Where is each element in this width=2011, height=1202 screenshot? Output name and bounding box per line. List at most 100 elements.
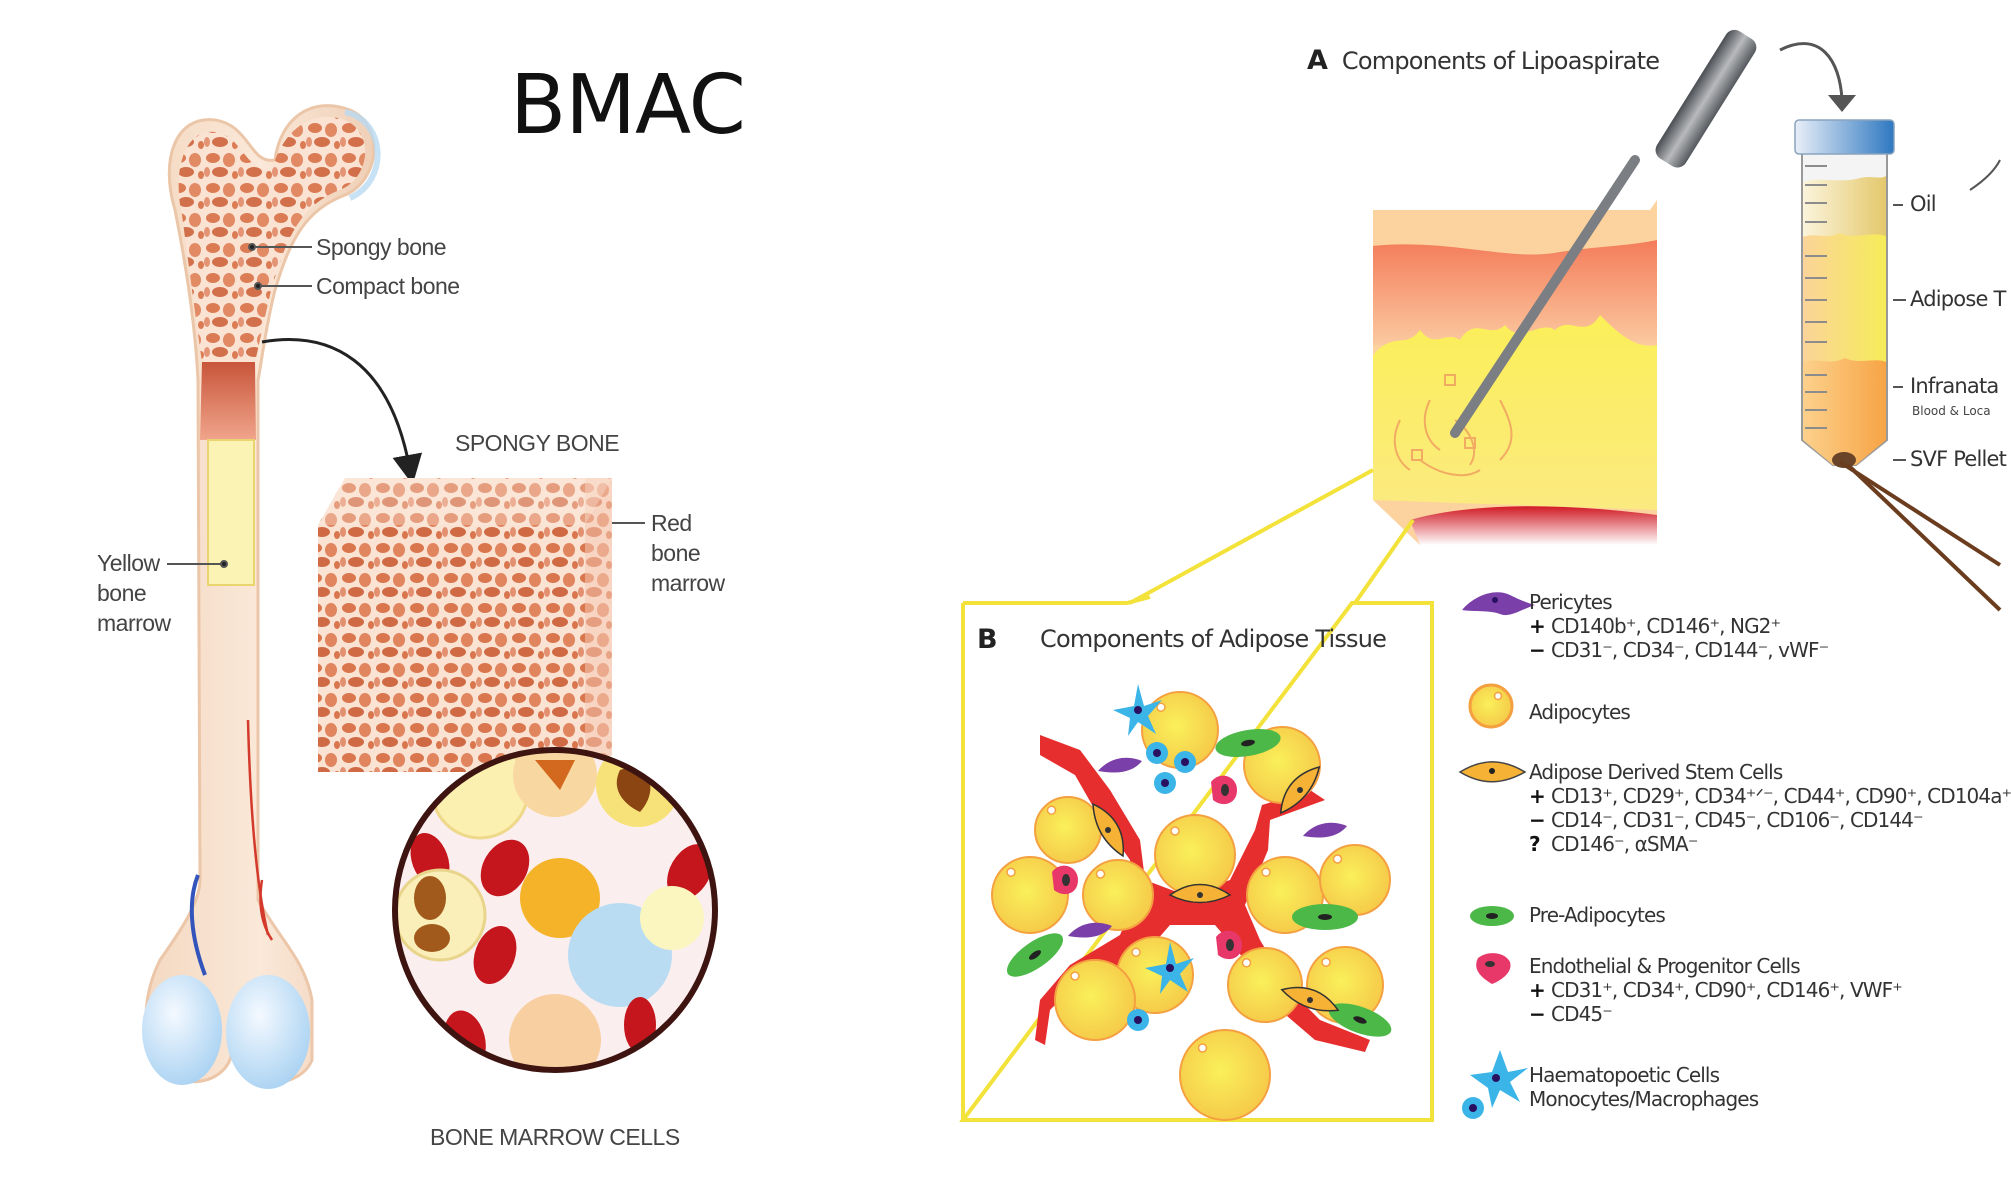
pericyte	[1303, 822, 1347, 838]
centrifuge-tube	[1794, 119, 2002, 612]
marker-text: CD146⁻, αSMA⁻	[1551, 832, 1698, 856]
panel-b-box	[958, 595, 1434, 1122]
monocyte-nucleus	[1181, 758, 1189, 766]
legend-marker-line: +CD31⁺, CD34⁺, CD90⁺, CD146⁺, VWF⁺	[1529, 978, 1903, 1002]
lipoaspirate-tissue-block	[1373, 200, 1657, 545]
label-spongy-bone: Spongy bone	[316, 234, 447, 260]
legend-icons	[1458, 592, 1535, 1119]
tube-label-adipose: Adipose T	[1910, 287, 2006, 311]
spongy-bone-heading: SPONGY BONE	[455, 430, 620, 456]
marker-text: CD13⁺, CD29⁺, CD34⁺ᐟ⁻, CD44⁺, CD90⁺, CD1…	[1551, 784, 2011, 808]
legend-name: Haematopoetic Cells	[1529, 1063, 1720, 1087]
monocyte-nucleus	[1161, 779, 1169, 787]
liposuction-cannula	[1450, 29, 1757, 438]
panel-a-title: Components of Lipoaspirate	[1341, 47, 1660, 75]
adipocyte-nucleus	[1197, 1043, 1208, 1053]
bone-marrow-cells-circle	[392, 747, 718, 1073]
zoom-arrow	[261, 338, 423, 485]
monocyte-nucleus	[1153, 749, 1161, 757]
legend-marker-line: +CD140b⁺, CD146⁺, NG2⁺	[1529, 614, 1828, 638]
transfer-arrowhead	[1828, 95, 1856, 112]
adipocyte-icon	[1468, 683, 1514, 729]
adipocyte	[1154, 814, 1236, 896]
tube-label-oil: Oil	[1910, 192, 1937, 216]
label-red-bone-marrow: Red bone marrow	[651, 508, 725, 598]
endothelial-nucleus	[1226, 939, 1234, 951]
adipocyte	[1054, 959, 1136, 1041]
marker-sign: +	[1529, 978, 1546, 1002]
tube-label-infranatant: Infranata	[1910, 374, 1999, 398]
bmac-title: BMAC	[510, 58, 746, 153]
legend-name: Adipose Derived Stem Cells	[1529, 760, 1783, 784]
legend-marker-line: −CD45⁻	[1529, 1002, 1902, 1026]
label-line: bone	[97, 580, 147, 606]
label-yellow-bone-marrow: Yellow bone marrow	[97, 548, 171, 638]
adipose-tissue-cluster	[991, 684, 1392, 1121]
marker-text: CD31⁺, CD34⁺, CD90⁺, CD146⁺, VWF⁺	[1551, 978, 1903, 1002]
transfer-arrow	[1779, 42, 1844, 101]
adipocyte-nucleus	[1241, 958, 1252, 968]
endothelial-cell-icon	[1476, 953, 1511, 984]
legend-pericytes: Pericytes +CD140b⁺, CD146⁺, NG2⁺ −CD31⁻,…	[1529, 590, 1829, 662]
pericyte	[1098, 757, 1142, 773]
adipose-stem-cell-nucleus	[1297, 787, 1303, 793]
legend-marker-line: ?CD146⁻, αSMA⁻	[1529, 832, 2011, 856]
legend-marker-line: −CD14⁻, CD31⁻, CD45⁻, CD106⁻, CD144⁻	[1529, 808, 2011, 832]
marker-text: CD140b⁺, CD146⁺, NG2⁺	[1551, 614, 1781, 638]
adipocyte-nucleus	[1131, 947, 1141, 957]
marker-sign: +	[1529, 614, 1546, 638]
lateral-condyle	[226, 975, 310, 1089]
adipocyte-nucleus	[1046, 805, 1057, 815]
adipocyte	[1034, 796, 1102, 864]
legend-pre-adipocytes: Pre-Adipocytes	[1529, 903, 1666, 927]
pericyte-icon	[1462, 592, 1535, 616]
zoom-connector-lines	[1129, 468, 1415, 605]
medial-condyle	[142, 975, 222, 1085]
bone-marrow-cells-heading: BONE MARROW CELLS	[430, 1124, 680, 1150]
femur-bone-illustration	[142, 104, 381, 1089]
pre-adipocyte-nucleus	[1353, 1016, 1367, 1024]
adipose-stem-cell-nucleus	[1105, 827, 1111, 833]
legend-adipose-stem-cells: Adipose Derived Stem Cells +CD13⁺, CD29⁺…	[1529, 760, 2011, 856]
legend-name: Pre-Adipocytes	[1529, 903, 1666, 927]
svf-pellet	[1832, 452, 1856, 468]
panel-b-letter: B	[977, 624, 998, 655]
label-line: marrow	[97, 610, 171, 636]
legend-name: Pericytes	[1529, 590, 1613, 614]
adipocyte	[1179, 1029, 1271, 1121]
marker-sign: −	[1529, 638, 1546, 662]
endothelial-nucleus	[1221, 784, 1229, 796]
label-line: Yellow	[97, 550, 160, 576]
legend-marker-line: +CD13⁺, CD29⁺, CD34⁺ᐟ⁻, CD44⁺, CD90⁺, CD…	[1529, 784, 2011, 808]
legend-name: Adipocytes	[1529, 700, 1631, 724]
marker-sign: −	[1529, 808, 1546, 832]
adipose-stem-cell-nucleus	[1307, 997, 1313, 1003]
marker-sign: +	[1529, 784, 1546, 808]
adipocyte-nucleus	[1095, 869, 1106, 879]
legend-marker-line: −CD31⁻, CD34⁻, CD144⁻, vWF⁻	[1529, 638, 1829, 662]
spongy-bone-cube	[318, 478, 612, 772]
monocyte-nucleus	[1134, 1016, 1142, 1024]
endothelial-nucleus	[1062, 874, 1070, 886]
adipocyte-nucleus	[1321, 957, 1331, 967]
marker-text: CD31⁻, CD34⁻, CD144⁻, vWF⁻	[1551, 638, 1829, 662]
haematopoietic-cell-icon	[1462, 1050, 1528, 1119]
legend-adipocytes: Adipocytes	[1529, 700, 1631, 724]
macrophage-nucleus	[1166, 964, 1174, 972]
tube-label-svf-pellet: SVF Pellet	[1910, 447, 2007, 471]
pericyte	[1068, 922, 1112, 938]
tube-leader-lines	[1893, 204, 1906, 461]
panel-b-title: Components of Adipose Tissue	[1040, 625, 1387, 653]
legend-haematopoietic-cells: Haematopoetic Cells Monocytes/Macrophage…	[1529, 1063, 1759, 1111]
pre-adipocyte-nucleus	[1318, 914, 1332, 920]
macrophage-nucleus	[1134, 706, 1142, 714]
adipocyte-nucleus	[1332, 854, 1343, 864]
marker-text: CD14⁻, CD31⁻, CD45⁻, CD106⁻, CD144⁻	[1551, 808, 1924, 832]
legend-endothelial-cells: Endothelial & Progenitor Cells +CD31⁺, C…	[1529, 954, 1903, 1026]
adipocyte-nucleus	[1156, 702, 1166, 712]
tube-cap	[1794, 119, 1895, 155]
tube-sublabel-infranatant: Blood & Loca	[1912, 404, 1991, 418]
adipocyte	[1082, 859, 1154, 931]
oil-arrow	[1969, 159, 2001, 191]
